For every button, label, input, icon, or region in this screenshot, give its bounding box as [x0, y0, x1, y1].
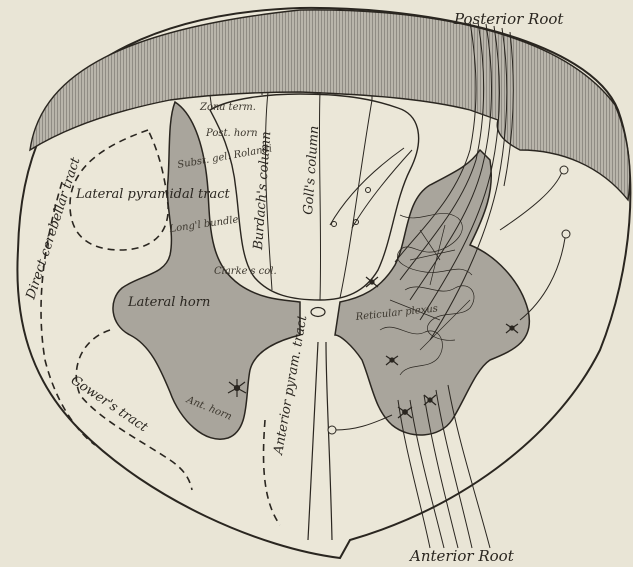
label-anterior-root: Anterior Root: [408, 547, 515, 565]
label-post-horn: Post. horn: [205, 128, 258, 139]
label-posterior-root: Posterior Root: [453, 10, 564, 28]
label-lateral-horn: Lateral horn: [127, 295, 210, 310]
label-lateral-pyramidal-tract: Lateral pyramidal tract: [75, 187, 231, 202]
label-clarkes-col: Clarke's col.: [214, 266, 277, 277]
label-zona-terminalis: Zona term.: [199, 102, 256, 113]
central-canal: [311, 308, 325, 317]
